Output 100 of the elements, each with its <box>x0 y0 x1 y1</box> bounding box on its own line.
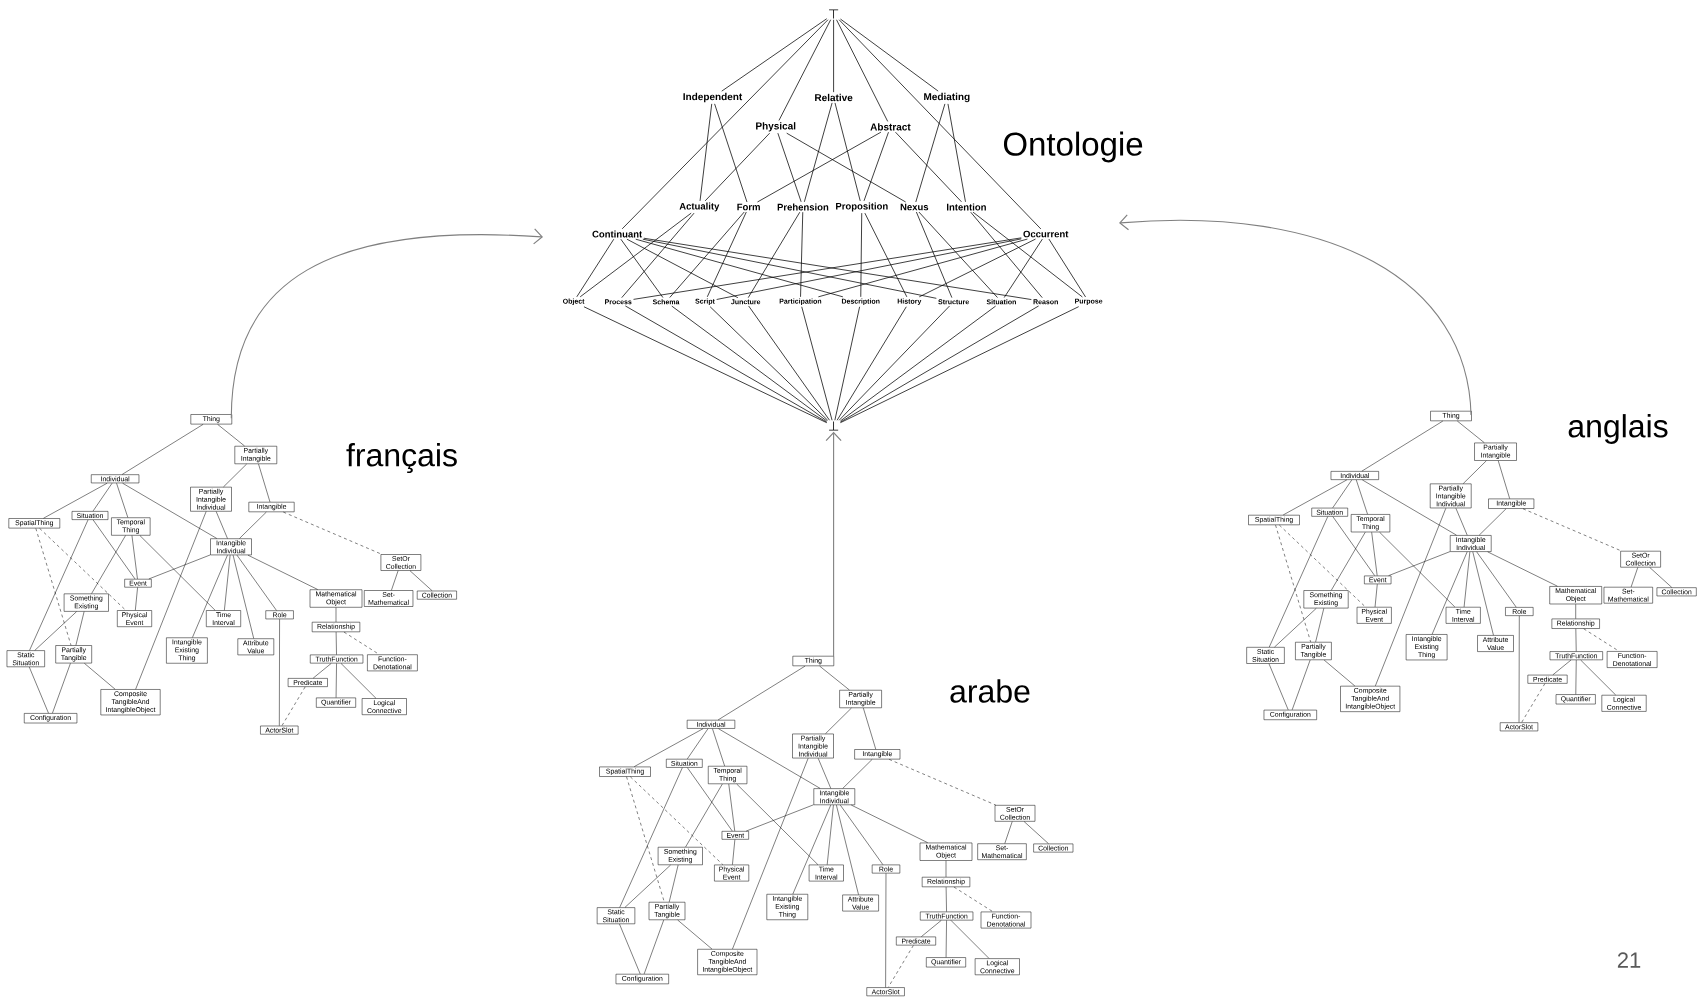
lattice-line <box>838 305 950 421</box>
hierarchy-line <box>1362 479 1457 536</box>
hierarchy-line <box>1630 567 1639 588</box>
lattice-line <box>579 212 692 298</box>
hierarchy-line <box>281 686 306 726</box>
hierarchy-line <box>343 631 380 655</box>
hierarchy-line <box>35 528 72 646</box>
hierarchy-line <box>1522 508 1622 552</box>
category-label: Mediating <box>924 92 970 103</box>
arrow <box>1119 214 1472 416</box>
lattice-line <box>972 211 1083 298</box>
hierarchy-line <box>945 860 947 878</box>
hierarchy-line <box>626 776 665 903</box>
hierarchy-line <box>1487 551 1558 587</box>
hierarchy-line <box>728 783 735 832</box>
hierarchy-line <box>135 587 138 611</box>
lattice-line <box>970 211 1043 299</box>
hierarchy-line <box>792 804 831 895</box>
category-label: Relative <box>815 93 853 102</box>
hierarchy-line <box>116 482 129 518</box>
lattice-line <box>621 212 695 299</box>
hierarchy-line <box>1279 524 1366 608</box>
lattice-line <box>834 102 861 202</box>
hierarchy-line <box>335 663 337 698</box>
category-label: Proposition <box>836 202 888 212</box>
lattice-line <box>777 132 802 203</box>
hierarchy-line <box>43 482 108 519</box>
category-label: Actuality <box>679 202 720 212</box>
hierarchy-line <box>732 839 736 865</box>
category-label: Intention <box>947 203 986 211</box>
hierarchy-line <box>1575 628 1577 652</box>
diagram-label: français <box>346 443 457 473</box>
hierarchy-line <box>1580 659 1616 696</box>
hierarchy-line <box>1463 551 1471 608</box>
hierarchy-line <box>619 923 641 975</box>
hierarchy-line <box>817 758 832 789</box>
hierarchy-line <box>1269 516 1328 648</box>
lattice-line <box>778 19 832 121</box>
hierarchy-line <box>825 707 852 734</box>
lattice-line <box>757 131 882 203</box>
hierarchy-line <box>223 463 247 488</box>
category-label: Occurrent <box>1023 230 1069 238</box>
hierarchy-line <box>1431 551 1468 635</box>
hierarchy-line <box>1282 479 1348 516</box>
category-label: Prehension <box>777 203 829 211</box>
lattice-line <box>840 18 939 92</box>
lattice-line <box>635 238 844 298</box>
hierarchy-line <box>921 920 942 937</box>
lattice-symbol: ⊥ <box>829 421 839 431</box>
hierarchy-line <box>745 804 814 832</box>
hierarchy-line <box>283 511 382 555</box>
hierarchy-line <box>1371 532 1378 576</box>
hierarchy-line <box>953 886 994 912</box>
category-label: Physical <box>756 122 796 132</box>
hierarchy-line <box>718 728 821 789</box>
lattice-line <box>915 103 946 203</box>
hierarchy-line <box>75 611 85 646</box>
hierarchy-line <box>1518 615 1520 723</box>
hierarchy-line <box>312 663 332 679</box>
hierarchy-line <box>1476 551 1517 608</box>
hierarchy-line <box>131 535 138 580</box>
hierarchy-line <box>335 607 337 623</box>
hierarchy-line <box>1457 420 1485 443</box>
lattice-line <box>916 211 953 298</box>
hierarchy-line <box>736 783 819 865</box>
hierarchy-line <box>1521 683 1546 723</box>
hierarchy-line <box>1004 821 1013 844</box>
hierarchy-line <box>1552 659 1572 676</box>
hierarchy-line <box>633 728 704 767</box>
hierarchy-line <box>888 759 996 806</box>
hierarchy-line <box>1379 532 1456 608</box>
hierarchy-line <box>842 759 873 789</box>
diagram-label: arabe <box>950 679 1030 703</box>
hierarchy-line <box>239 511 267 539</box>
lattice-line <box>895 131 962 203</box>
hierarchy-line <box>1361 420 1444 472</box>
hierarchy-line <box>1356 479 1368 515</box>
category-label: Nexus <box>900 203 929 211</box>
hierarchy-line <box>945 920 947 958</box>
hierarchy-line <box>340 663 377 699</box>
lattice-line <box>840 305 996 422</box>
hierarchy-line <box>619 767 683 908</box>
lattice-line <box>863 131 889 202</box>
hierarchy-line <box>1332 479 1353 509</box>
lattice-line <box>804 102 833 203</box>
hierarchy-line <box>717 665 806 721</box>
hierarchy-line <box>1274 608 1317 648</box>
category-label: Abstract <box>870 123 911 131</box>
hierarchy-line <box>1498 460 1510 499</box>
hierarchy-line <box>1374 583 1378 608</box>
lattice-line <box>838 19 1042 230</box>
lattice-line <box>721 18 828 92</box>
hierarchy-line <box>1575 604 1576 619</box>
hierarchy-line <box>215 511 228 539</box>
hierarchy-line <box>888 945 914 988</box>
lattice-line <box>642 238 937 299</box>
hierarchy-line <box>712 728 725 767</box>
lattice-line <box>671 305 828 422</box>
lattice-line <box>626 238 739 299</box>
hierarchy-line <box>1315 608 1325 643</box>
